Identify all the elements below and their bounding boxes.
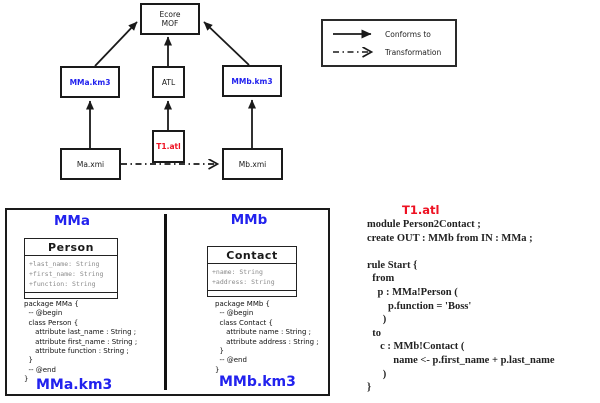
- node-mmb-km3: MMb.km3: [222, 65, 282, 97]
- metamodel-panel: MMa Person +last_name: String +first_nam…: [5, 208, 330, 396]
- arrow-mmakm3-to-ecore: [94, 21, 138, 67]
- conforms-to-arrow-icon: [333, 29, 372, 39]
- mmb-km3-code: package MMb { -- @begin class Contact { …: [215, 300, 319, 374]
- person-attributes: +last_name: String +first_name: String +…: [25, 255, 117, 292]
- person-attr-function: +function: String: [29, 280, 96, 288]
- legend-conforms-to-label: Conforms to: [385, 29, 431, 39]
- person-attr-first-name: +first_name: String: [29, 270, 104, 278]
- arrow-mmbkm3-to-ecore: [203, 21, 250, 66]
- mma-km3-filename: MMa.km3: [36, 377, 113, 393]
- mmb-title: MMb: [230, 212, 268, 228]
- node-t1-atl: T1.atl: [152, 130, 185, 163]
- panel-divider: [164, 214, 167, 390]
- legend-box: Conforms to Transformation: [321, 19, 457, 67]
- mma-km3-code: package MMa { -- @begin class Person { a…: [24, 300, 138, 384]
- transformation-arrow-icon: [333, 46, 375, 58]
- node-ma-xmi: Ma.xmi: [60, 148, 121, 180]
- contact-class-name: Contact: [226, 249, 278, 262]
- contact-attr-name: +name: String: [212, 268, 263, 276]
- node-atl: ATL: [152, 66, 185, 98]
- contact-attributes: +name: String +address: String: [208, 263, 296, 290]
- atl-code-title: T1.atl: [402, 203, 440, 217]
- node-ecore-mof: Ecore MOF: [140, 3, 200, 35]
- mmb-km3-filename: MMb.km3: [219, 374, 296, 390]
- contact-class-box: Contact +name: String +address: String: [207, 246, 297, 297]
- contact-attr-address: +address: String: [212, 278, 275, 286]
- legend-transformation-label: Transformation: [385, 47, 442, 57]
- node-mb-xmi: Mb.xmi: [222, 148, 283, 180]
- node-mma-km3: MMa.km3: [60, 66, 120, 98]
- legend-row-transformation: Transformation: [331, 45, 455, 59]
- person-class-name: Person: [48, 241, 94, 254]
- legend-row-conforms-to: Conforms to: [331, 27, 455, 41]
- atl-code-listing: module Person2Contact ; create OUT : MMb…: [367, 219, 555, 394]
- contact-operations-compartment: [208, 290, 296, 296]
- person-operations-compartment: [25, 292, 117, 298]
- person-attr-last-name: +last_name: String: [29, 260, 100, 268]
- mma-title: MMa: [54, 213, 90, 229]
- diagram-arrows-layer: [86, 21, 256, 200]
- person-class-box: Person +last_name: String +first_name: S…: [24, 238, 118, 299]
